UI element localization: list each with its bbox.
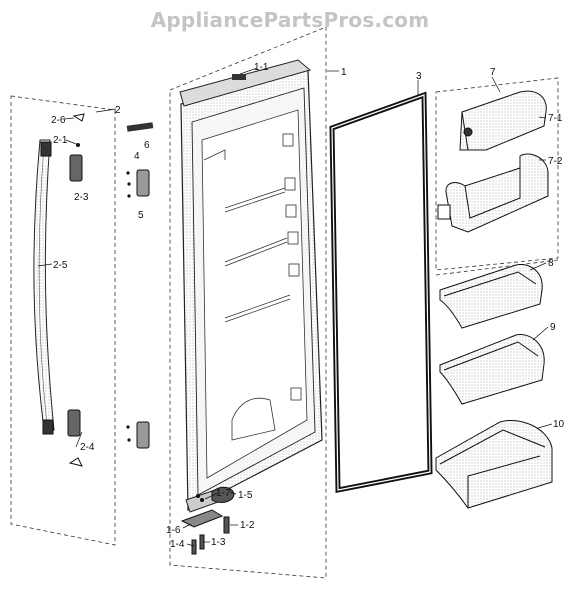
door-group-outline [169, 26, 327, 579]
label-1-6: 1-6 [166, 525, 181, 536]
leader-lines [37, 67, 553, 547]
handle-screw-top [76, 143, 80, 147]
label-8: 8 [548, 258, 554, 269]
lower-hinge-bracket [136, 421, 150, 449]
label-6: 6 [144, 140, 150, 151]
handle-assembly [33, 113, 85, 467]
label-7: 7 [490, 67, 496, 78]
door-frame [179, 59, 323, 513]
label-10: 10 [553, 419, 565, 430]
door-bin-9 [439, 334, 545, 405]
handle-bottom-bracket [67, 409, 81, 437]
upper-hinge-bracket [136, 169, 150, 197]
label-2-6: 2-6 [51, 115, 66, 126]
bin-group-outline [435, 77, 559, 271]
label-1-7: 1-7 [216, 488, 231, 499]
label-1-1: 1-1 [254, 62, 269, 73]
hinge-screw-b [191, 539, 197, 555]
label-1-3: 1-3 [211, 537, 226, 548]
watermark: AppliancePartsPros.com [150, 8, 430, 32]
door-gasket [329, 91, 433, 494]
label-1-2: 1-2 [240, 520, 255, 531]
label-1-5: 1-5 [238, 490, 253, 501]
hinge-cap [211, 486, 235, 503]
label-2: 2 [115, 105, 121, 116]
label-2-1: 2-1 [53, 135, 68, 146]
handle-top-bracket [69, 154, 83, 182]
handle-bottom-cap [42, 419, 54, 435]
lower-hinge-hardware [180, 486, 235, 555]
trim-strip [126, 122, 154, 132]
label-2-4: 2-4 [80, 442, 95, 453]
dairy-bin-frame [437, 153, 549, 233]
label-3: 3 [416, 71, 422, 82]
handle-clip [72, 113, 85, 122]
door-bin-10 [435, 420, 553, 509]
hinge-plate [180, 509, 224, 528]
label-4: 4 [134, 151, 140, 162]
group-outlines [10, 26, 559, 579]
label-7-2: 7-2 [548, 156, 563, 167]
dairy-bin [459, 90, 547, 151]
label-5: 5 [138, 210, 144, 221]
door-bin-8 [439, 263, 543, 329]
label-1: 1 [341, 67, 347, 78]
label-9: 9 [550, 322, 556, 333]
handle-screw-bottom [68, 457, 83, 467]
label-1-4: 1-4 [170, 539, 185, 550]
label-7-1: 7-1 [548, 113, 563, 124]
handle-group-outline [10, 95, 116, 546]
handle-top-cap [40, 141, 52, 157]
label-2-5: 2-5 [53, 260, 68, 271]
hinge-parts [126, 122, 154, 449]
top-cap-clip [232, 74, 246, 80]
label-2-3: 2-3 [74, 192, 89, 203]
part-labels: 1 1-1 1-2 1-3 1-4 1-5 1-6 1-7 2 2-1 2-3 … [51, 62, 565, 550]
hinge-pin [223, 516, 230, 534]
door-top-cap [179, 59, 312, 107]
